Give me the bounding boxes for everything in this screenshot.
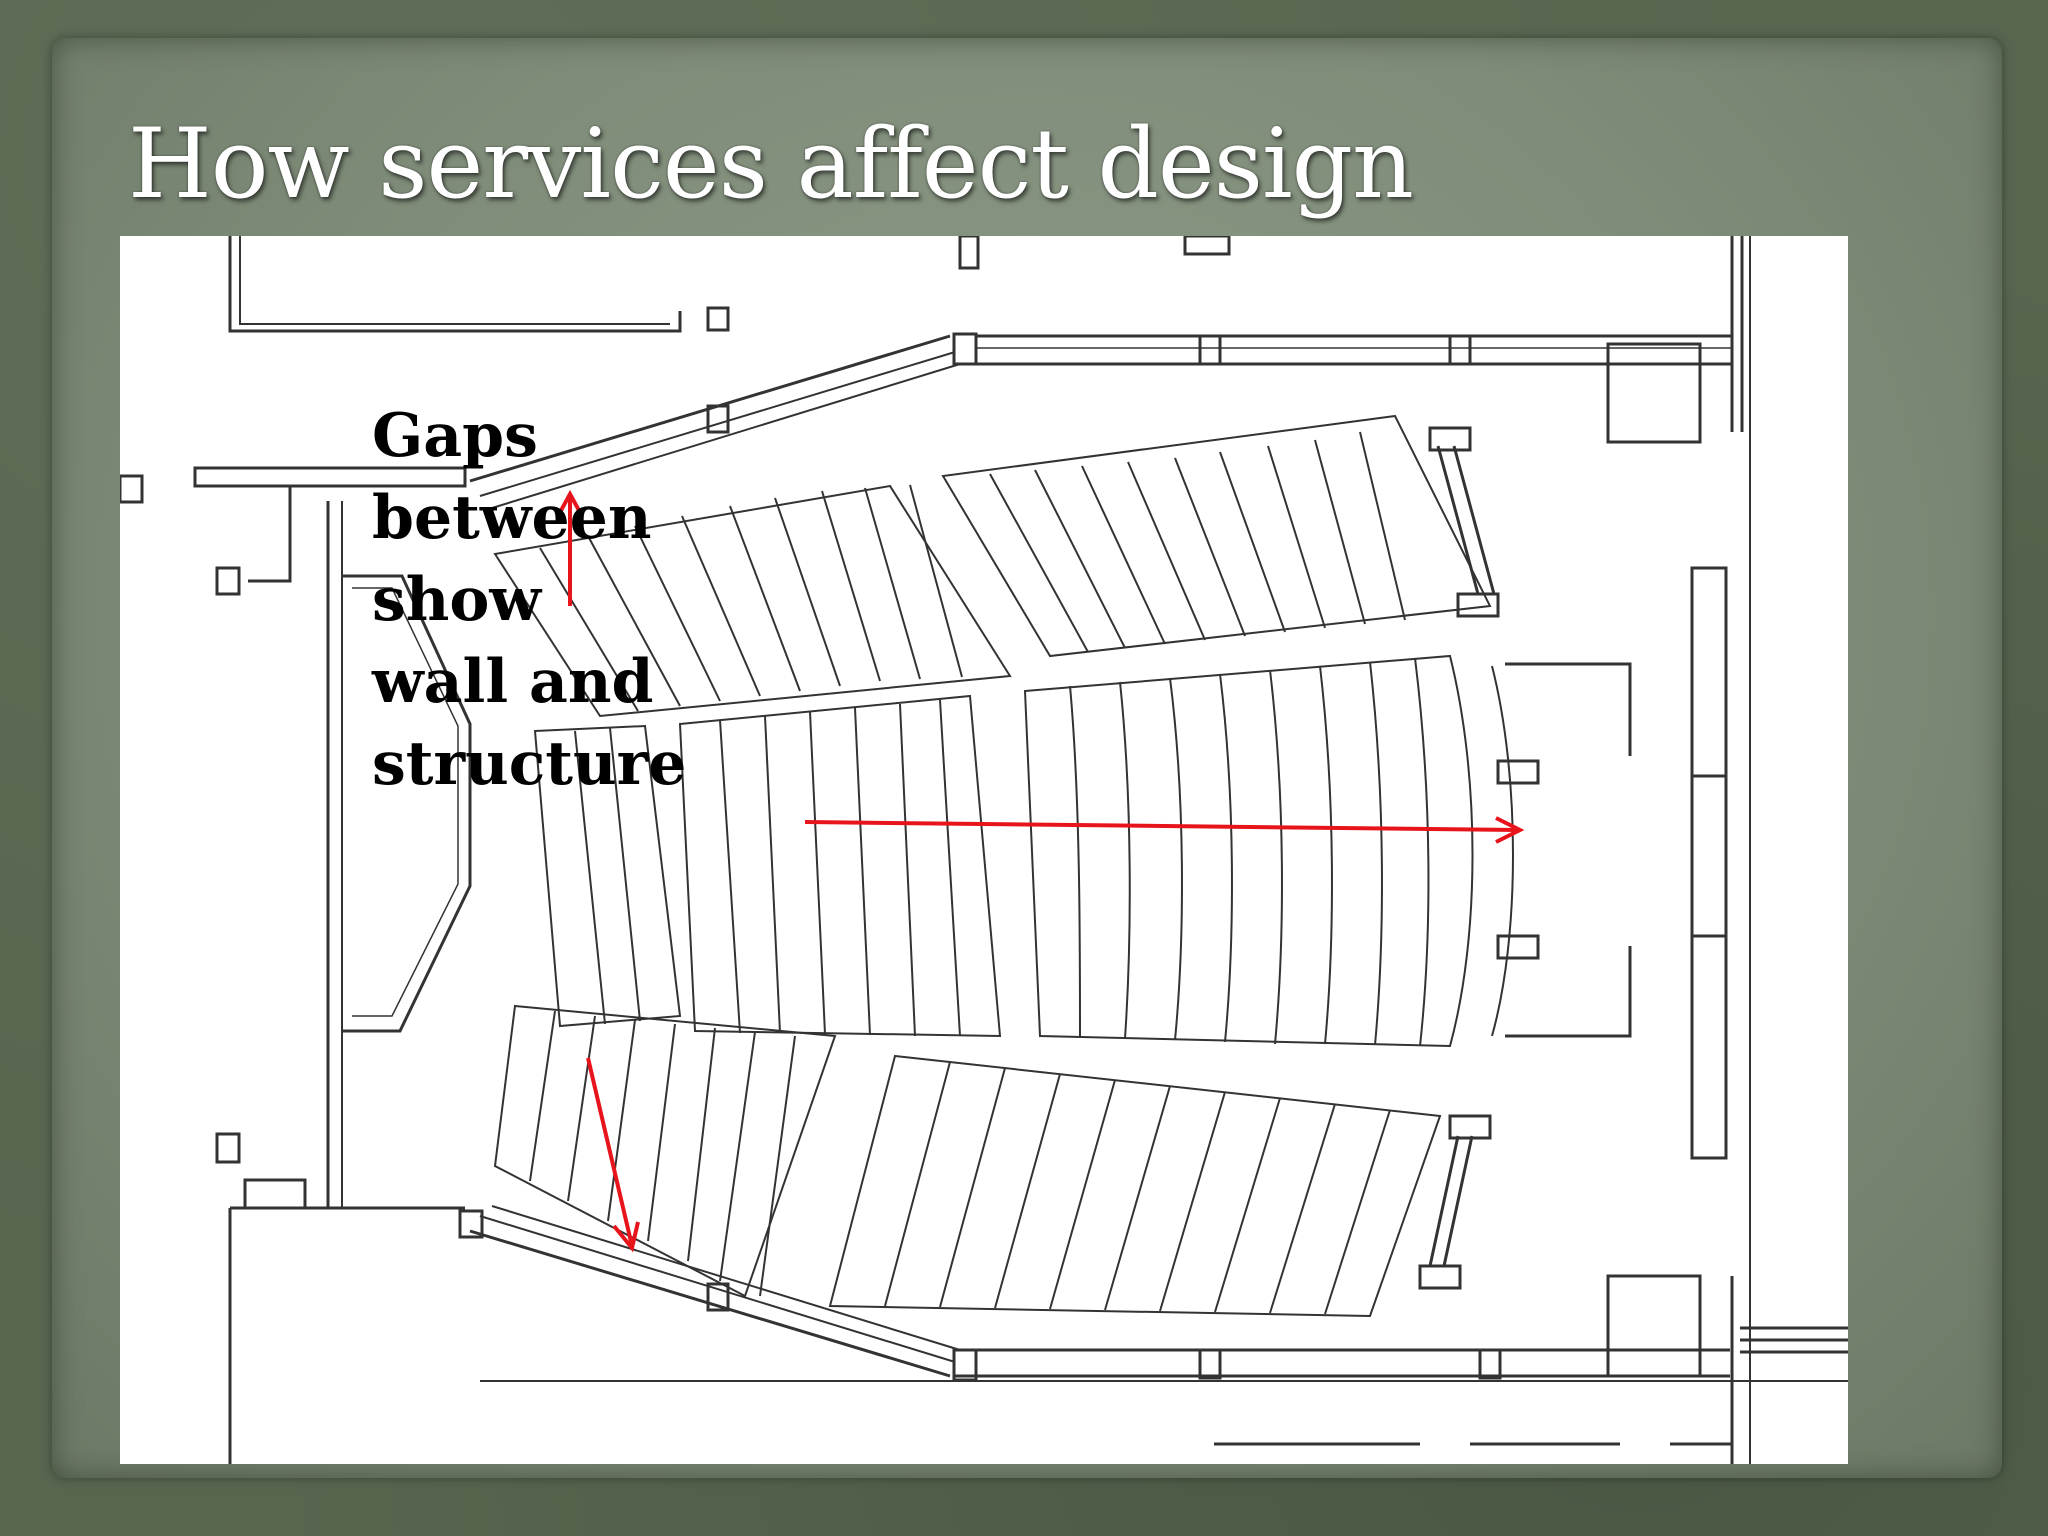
floor-plan-image	[120, 236, 1848, 1464]
arrow-right	[804, 820, 1519, 832]
arrow-up-head	[556, 489, 584, 517]
annotation-line: Gaps	[372, 401, 538, 471]
arrow-down-head	[612, 1221, 640, 1253]
column	[1183, 236, 1231, 256]
wall-top	[976, 334, 1732, 366]
annotation-line: structure	[372, 729, 687, 799]
column-block	[1606, 342, 1702, 444]
angled-wall-top	[469, 334, 951, 483]
arrow-down	[586, 1057, 634, 1247]
seating-rows	[493, 414, 1492, 1318]
annotation-label: Gaps between show wall and structure	[372, 395, 732, 805]
wall-right	[1690, 566, 1728, 1160]
column	[706, 306, 730, 332]
annotation-line: wall and	[372, 647, 654, 717]
stage-front	[342, 574, 472, 1033]
column-block	[1606, 1274, 1702, 1378]
slide-title: How services affect design	[128, 108, 1414, 220]
corridor-wall-top-left	[228, 236, 682, 333]
annotation-line: between	[372, 483, 652, 553]
angled-wall-bottom	[469, 1229, 951, 1378]
column	[952, 332, 978, 366]
auditorium-floor-plan	[120, 236, 1848, 1464]
column	[706, 404, 730, 434]
annotation-line: show	[372, 565, 542, 635]
annotation-arrows	[556, 489, 1525, 1253]
arrow-right-head	[1495, 816, 1525, 844]
wall-bottom	[955, 1348, 1730, 1378]
back-room	[1505, 662, 1632, 756]
column	[958, 236, 980, 270]
